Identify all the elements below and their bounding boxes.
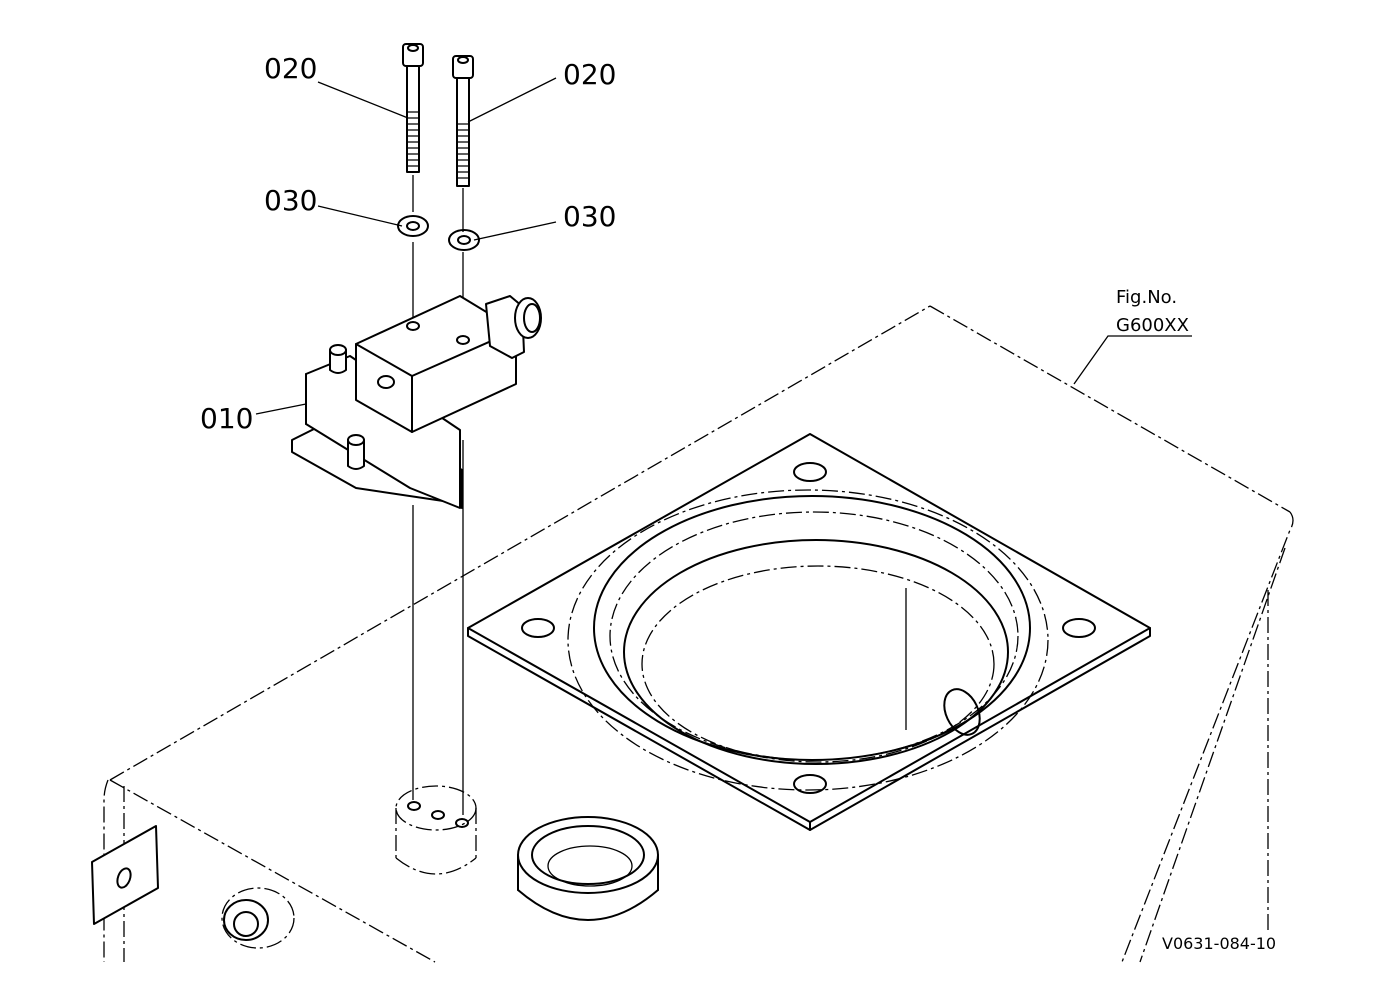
flange-ring [567, 489, 1049, 791]
flange-plate [467, 433, 1151, 831]
callout-washer-left: 030 [264, 184, 317, 217]
figure-ref-label: Fig.No. [1116, 287, 1177, 308]
drawing-number: V0631-084-10 [1162, 934, 1276, 953]
housing-outline [103, 305, 1294, 963]
spacer-ring [221, 887, 295, 949]
lock-washer-left [397, 215, 429, 237]
callout-bolt-right: 020 [563, 58, 616, 91]
callout-bolt-left: 020 [264, 52, 317, 85]
cap-screw-right [452, 55, 474, 187]
switch-assembly [291, 295, 542, 509]
figure-ref-number: G600XX [1116, 315, 1189, 336]
side-tab-bracket [91, 825, 159, 925]
callout-switch-assembly: 010 [200, 402, 253, 435]
mounting-boss [395, 785, 477, 875]
cap-screw-left [402, 43, 424, 173]
leader-lines [255, 77, 1192, 415]
bushing-ring [517, 816, 659, 921]
callout-washer-right: 030 [563, 200, 616, 233]
lock-washer-right [448, 229, 480, 251]
